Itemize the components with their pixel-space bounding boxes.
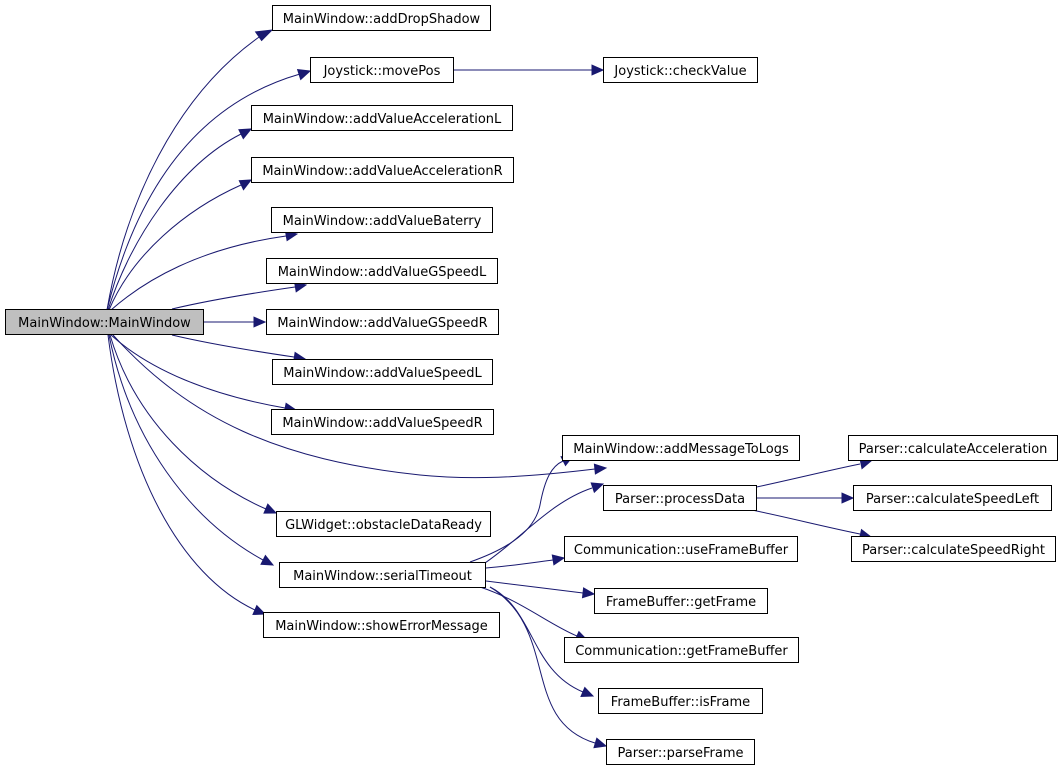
- node-mainwindow-addvaluespeedl[interactable]: MainWindow::addValueSpeedL: [272, 359, 493, 385]
- node-glwidget-obstacledataready[interactable]: GLWidget::obstacleDataReady: [276, 511, 491, 537]
- node-mainwindow-serialtimeout[interactable]: MainWindow::serialTimeout: [279, 562, 486, 588]
- edge-root-to-addDropShadow: [106, 29, 274, 311]
- node-label: MainWindow::addValueGSpeedR: [277, 316, 487, 331]
- edge-root-to-serialTimeout: [108, 334, 275, 566]
- node-label: Joystick::movePos: [323, 64, 441, 79]
- node-mainwindow-addvaluespeedr[interactable]: MainWindow::addValueSpeedR: [271, 409, 494, 435]
- node-parser-processdata[interactable]: Parser::processData: [603, 485, 757, 511]
- edge-root-to-addValueSpeedR: [110, 334, 298, 414]
- node-label: Communication::useFrameBuffer: [574, 543, 789, 558]
- edge-root-to-addValueGSpeedL: [171, 281, 308, 310]
- edge-root-to-addValueSpeedL: [171, 334, 307, 363]
- node-label: GLWidget::obstacleDataReady: [285, 518, 482, 533]
- node-label: MainWindow::addValueBaterry: [283, 214, 482, 229]
- node-framebuffer-getframe[interactable]: FrameBuffer::getFrame: [594, 588, 768, 614]
- edge-processData-to-calculateSpeedLeft: [757, 492, 855, 504]
- node-label: MainWindow::addValueSpeedR: [282, 416, 482, 431]
- node-mainwindow-addvalueaccelerationr[interactable]: MainWindow::addValueAccelerationR: [251, 157, 514, 183]
- node-label: Parser::calculateSpeedRight: [862, 543, 1045, 558]
- node-mainwindow-addvaluegspeedr[interactable]: MainWindow::addValueGSpeedR: [266, 309, 499, 335]
- node-framebuffer-isframe[interactable]: FrameBuffer::isFrame: [598, 688, 763, 714]
- node-mainwindow-addvaluegspeedl[interactable]: MainWindow::addValueGSpeedL: [266, 258, 498, 284]
- node-label: Parser::calculateAcceleration: [859, 442, 1048, 457]
- node-label: MainWindow::showErrorMessage: [275, 619, 488, 634]
- node-mainwindow-adddropshadow[interactable]: MainWindow::addDropShadow: [272, 5, 491, 31]
- node-parser-calculateacceleration[interactable]: Parser::calculateAcceleration: [848, 435, 1058, 461]
- node-label: MainWindow::MainWindow: [18, 316, 191, 331]
- node-label: FrameBuffer::getFrame: [606, 595, 756, 610]
- node-joystick-checkvalue[interactable]: Joystick::checkValue: [603, 57, 758, 83]
- edge-root-to-addValueAccelerationR: [108, 179, 253, 311]
- node-label: Parser::calculateSpeedLeft: [866, 492, 1039, 507]
- edge-movePos-to-checkValue: [453, 64, 605, 76]
- edge-serialTimeout-to-processData: [481, 482, 605, 566]
- node-label: FrameBuffer::isFrame: [611, 695, 750, 710]
- node-label: MainWindow::addValueAccelerationR: [262, 164, 502, 179]
- node-label: MainWindow::addMessageToLogs: [573, 442, 789, 457]
- node-label: Communication::getFrameBuffer: [575, 644, 788, 659]
- node-label: MainWindow::addValueAccelerationL: [263, 112, 502, 127]
- edge-serialTimeout-to-useFrameBuffer: [485, 554, 566, 569]
- edge-serialTimeout-to-getFrame: [485, 580, 596, 599]
- node-mainwindow-addvalueaccelerationl[interactable]: MainWindow::addValueAccelerationL: [251, 105, 513, 131]
- node-label: Parser::processData: [615, 492, 745, 507]
- node-mainwindow-showerrormessage[interactable]: MainWindow::showErrorMessage: [263, 612, 500, 638]
- node-communication-useframebuffer[interactable]: Communication::useFrameBuffer: [564, 536, 798, 562]
- node-label: MainWindow::addValueSpeedL: [283, 366, 482, 381]
- edge-root-to-addValueGSpeedR: [204, 316, 267, 328]
- edge-root-to-movePos: [106, 69, 312, 311]
- edge-root-to-showErrorMessage: [107, 334, 267, 616]
- node-label: Joystick::checkValue: [613, 64, 746, 79]
- node-label: MainWindow::addValueGSpeedL: [278, 265, 487, 280]
- node-parser-parseframe[interactable]: Parser::parseFrame: [606, 739, 755, 765]
- node-mainwindow-addmessagetologs[interactable]: MainWindow::addMessageToLogs: [562, 435, 800, 461]
- node-joystick-movepos[interactable]: Joystick::movePos: [310, 57, 454, 83]
- edge-serialTimeout-to-parseFrame: [489, 586, 608, 749]
- edge-root-to-addValueAccelerationL: [107, 128, 253, 311]
- edge-serialTimeout-to-addMessageToLogs: [469, 455, 575, 563]
- edge-processData-to-calculateAcceleration: [751, 458, 873, 489]
- node-communication-getframebuffer[interactable]: Communication::getFrameBuffer: [564, 637, 799, 663]
- node-mainwindow-mainwindow: MainWindow::MainWindow: [5, 309, 204, 335]
- edge-processData-to-calculateSpeedRight: [751, 509, 873, 540]
- node-label: Parser::parseFrame: [617, 746, 743, 761]
- edge-root-to-addMessageToLogs: [112, 334, 608, 479]
- edge-root-to-obstacleDataReady: [109, 334, 278, 514]
- node-parser-calculatespeedright[interactable]: Parser::calculateSpeedRight: [851, 536, 1056, 562]
- node-label: MainWindow::addDropShadow: [283, 12, 481, 27]
- node-mainwindow-addvaluebaterry[interactable]: MainWindow::addValueBaterry: [271, 207, 493, 233]
- node-parser-calculatespeedleft[interactable]: Parser::calculateSpeedLeft: [853, 485, 1052, 511]
- node-label: MainWindow::serialTimeout: [293, 569, 472, 584]
